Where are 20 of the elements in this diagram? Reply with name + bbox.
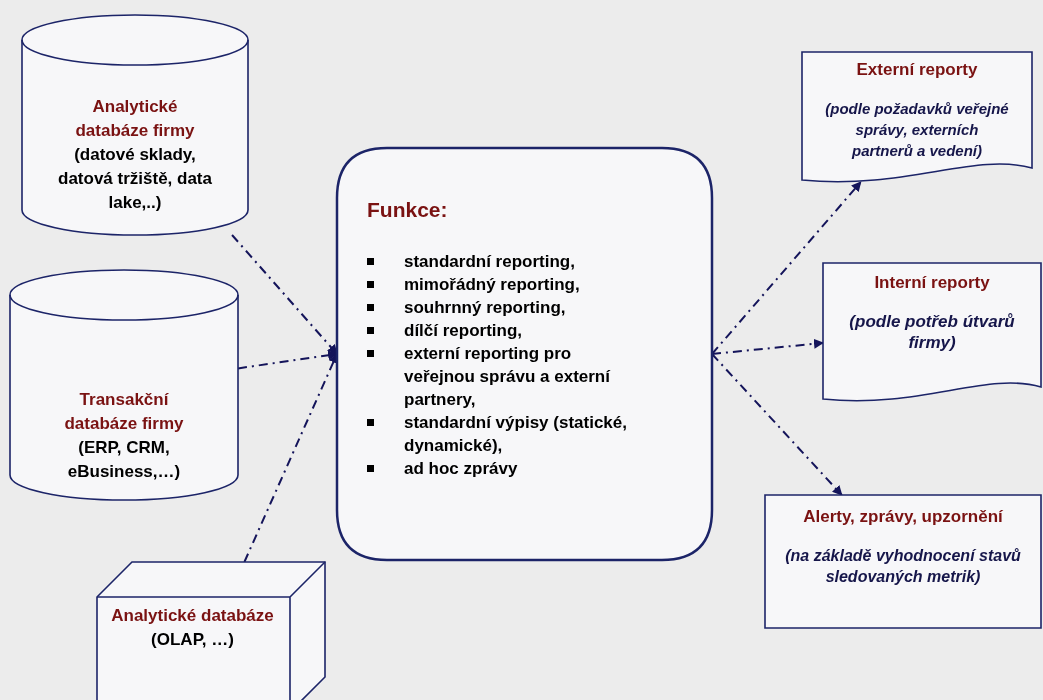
- list-item: dílčí reporting,: [404, 320, 523, 342]
- list-item: standardní reporting,: [404, 251, 575, 273]
- node-description: (na základě vyhodnocení stavů sledovaných metrik): [784, 546, 1022, 587]
- node-heading: Transakční databáze firmy: [63, 389, 185, 435]
- list-item: mimořádný reporting,: [404, 274, 580, 296]
- list-item: souhrnný reporting,: [404, 297, 566, 319]
- list-item: ad hoc zprávy: [404, 458, 518, 480]
- node-heading: Analytické databáze: [110, 605, 275, 627]
- node-heading: Alerty, zprávy, upzornění: [802, 506, 1004, 528]
- node-description: (OLAP, …): [150, 629, 235, 651]
- node-heading: Interní reporty: [873, 272, 991, 294]
- node-heading: Analytické databáze firmy: [74, 96, 196, 142]
- node-heading: Funkce:: [367, 198, 449, 222]
- node-description: (datové sklady, datová tržiště, data lake,..): [57, 144, 213, 214]
- node-description: (podle požadavků veřejné správy, externích partnerů a vedení): [824, 99, 1010, 161]
- dash-dot-arrow: [231, 234, 338, 355]
- node-description: (podle potřeb útvarů firmy): [848, 311, 1016, 353]
- node-heading: Externí reporty: [855, 59, 979, 81]
- dash-dot-arrow: [243, 353, 338, 563]
- node-description: (ERP, CRM, eBusiness,…): [66, 437, 182, 483]
